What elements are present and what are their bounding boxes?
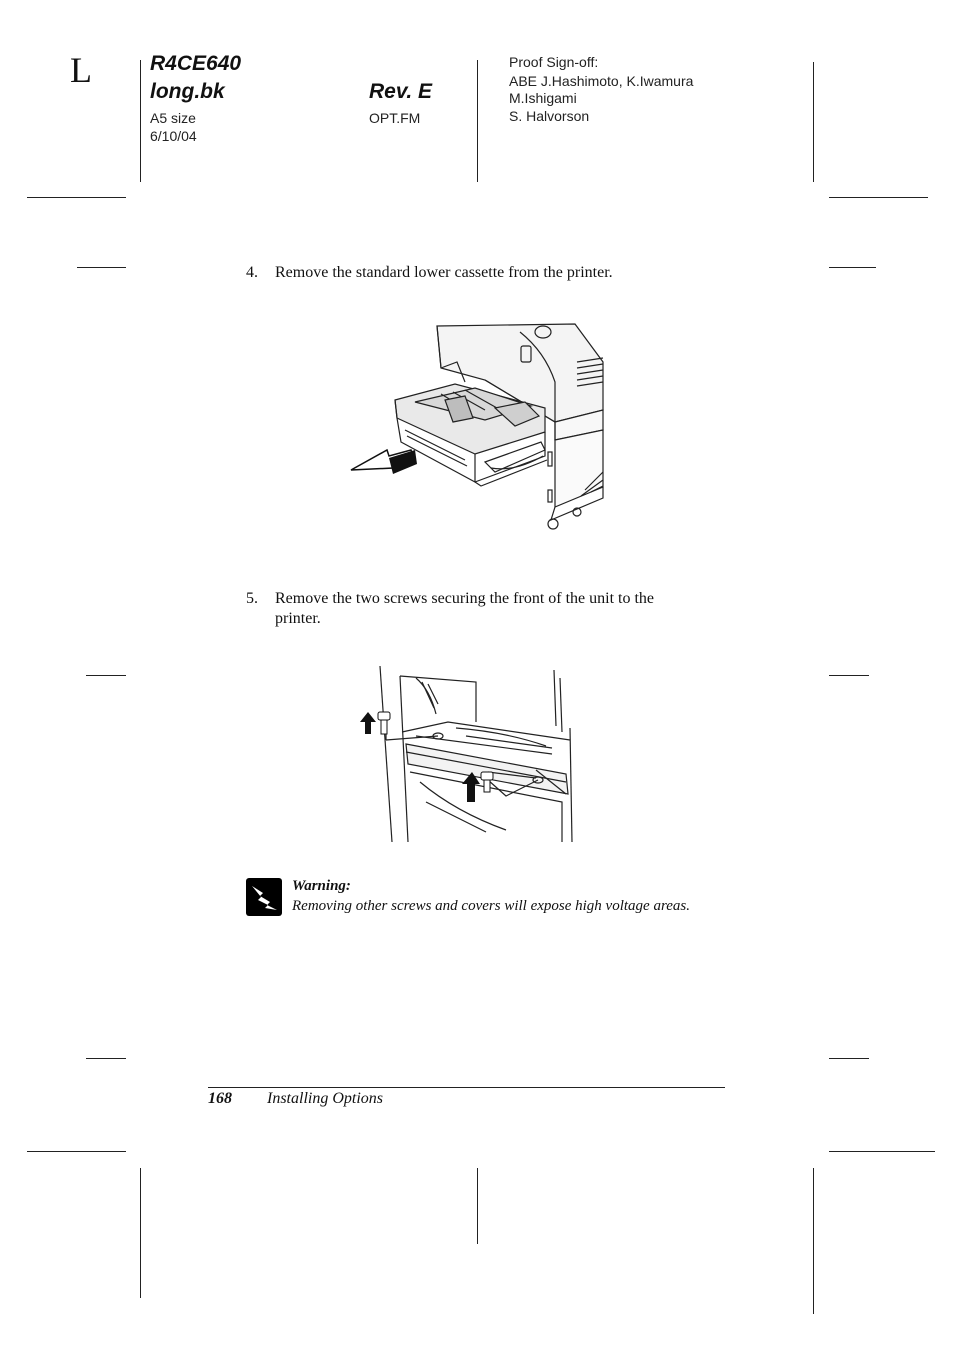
step-text: Remove the two screws securing the front… — [275, 590, 655, 607]
crop-mark — [140, 60, 141, 182]
book-name: long.bk — [150, 80, 225, 103]
crop-mark — [829, 1058, 869, 1059]
crop-mark — [477, 60, 478, 182]
proof-line: M.Ishigami — [509, 90, 577, 106]
step-number: 4. — [246, 264, 258, 281]
proof-line: S. Halvorson — [509, 108, 590, 124]
model-name: R4CE640 — [150, 52, 242, 75]
header-date: 6/10/04 — [150, 128, 197, 144]
warning-title: Warning: — [292, 878, 351, 894]
footer-rule — [208, 1087, 725, 1088]
page-number: 168 — [208, 1090, 232, 1107]
crop-mark — [829, 1151, 935, 1152]
step-text: Remove the standard lower cassette from … — [275, 264, 613, 281]
crop-mark — [140, 1168, 141, 1298]
page-size: A5 size — [150, 110, 196, 126]
crop-mark — [27, 1151, 126, 1152]
crop-mark — [27, 197, 126, 198]
revision: Rev. E — [369, 80, 433, 103]
warning-text: Removing other screws and covers will ex… — [292, 898, 690, 914]
step-number: 5. — [246, 590, 258, 607]
crop-mark — [829, 267, 876, 268]
cassette-removal-illustration — [350, 323, 604, 530]
warning-lightning-icon — [252, 886, 277, 910]
proof-title: Proof Sign-off: — [509, 54, 599, 70]
crop-mark — [86, 1058, 126, 1059]
crop-mark — [77, 267, 126, 268]
corner-letter: L — [70, 50, 92, 90]
screw-removal-illustration — [360, 665, 573, 843]
step-text: printer. — [275, 610, 321, 627]
step-4: 4. Remove the standard lower cassette fr… — [246, 263, 726, 285]
crop-mark — [86, 675, 126, 676]
file-name: OPT.FM — [369, 110, 421, 126]
crop-mark — [813, 62, 814, 182]
warning-icon-box — [246, 878, 282, 916]
footer-section: Installing Options — [267, 1090, 384, 1107]
crop-mark — [829, 197, 928, 198]
crop-mark — [813, 1168, 814, 1314]
proof-line: ABE J.Hashimoto, K.Iwamura — [509, 73, 694, 89]
crop-mark — [829, 675, 869, 676]
crop-mark — [477, 1168, 478, 1244]
step-5: 5. Remove the two screws securing the fr… — [246, 589, 726, 633]
